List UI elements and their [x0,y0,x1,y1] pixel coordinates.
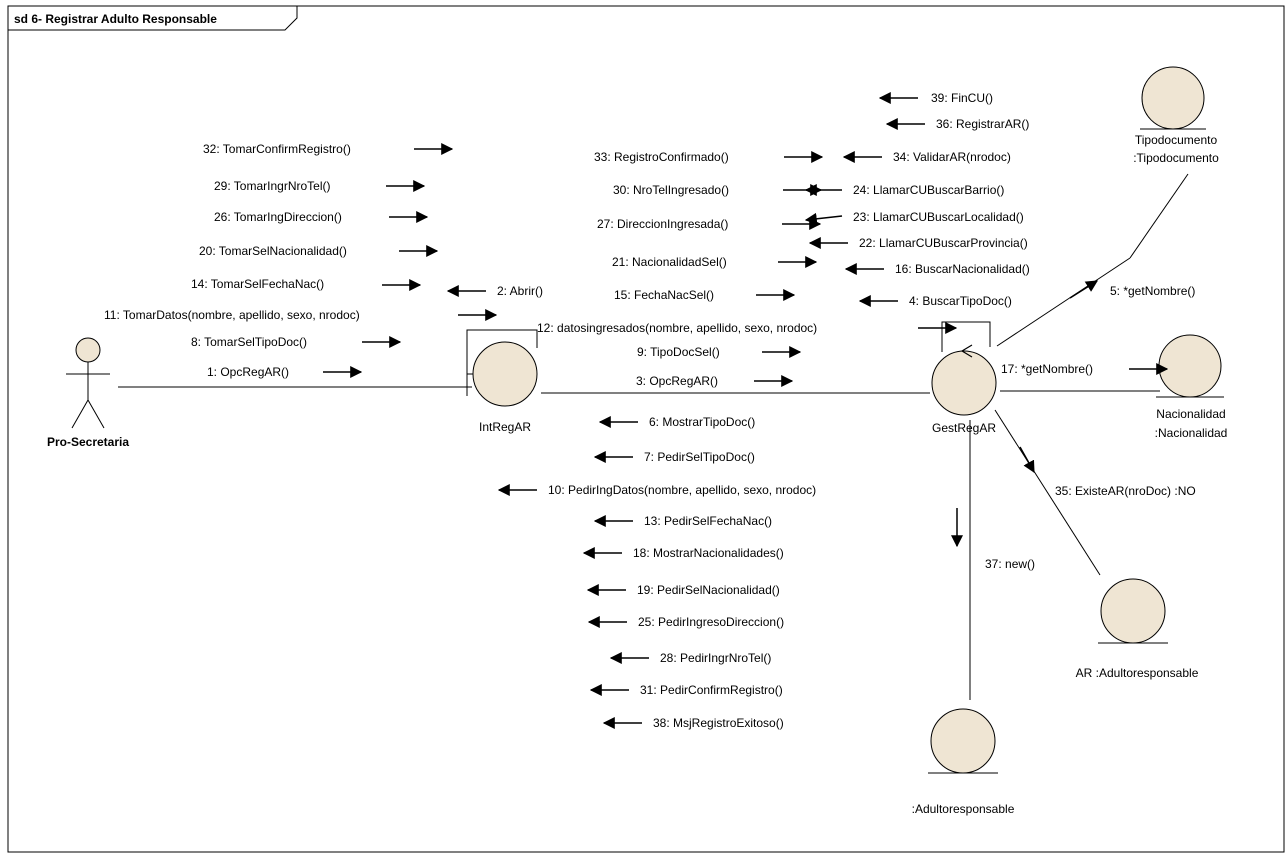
object-nacionalidad[interactable]: Nacionalidad :Nacionalidad [1155,334,1228,440]
message-group-2: 2: Abrir() [446,284,543,298]
link-gestregar-ar [994,409,1101,576]
message-20: 20: TomarSelNacionalidad() [199,244,347,258]
frame-border [7,5,1285,853]
message-14: 14: TomarSelFechaNac() [191,277,324,291]
message-28: 28: PedirIngrNroTel() [660,651,771,665]
message-6: 6: MostrarTipoDoc() [649,415,755,429]
entity-circle [1158,334,1222,398]
control-circle [931,350,997,416]
message-15: 15: FechaNacSel() [614,288,714,302]
message-23: 23: LlamarCUBuscarLocalidad() [853,210,1024,224]
messages-gestregar-to-intregar: 6: MostrarTipoDoc() 7: PedirSelTipoDoc()… [497,415,816,730]
object-label: :Adultoresponsable [912,802,1015,816]
entity-circle [1100,578,1166,644]
message-19: 19: PedirSelNacionalidad() [637,583,780,597]
links [118,173,1189,700]
message-8: 8: TomarSelTipoDoc() [191,335,307,349]
message-33: 33: RegistroConfirmado() [594,150,729,164]
messages-actor-to-intregar: 32: TomarConfirmRegistro() 29: TomarIngr… [104,142,498,379]
message-24: 24: LlamarCUBuscarBarrio() [853,183,1004,197]
object-label: GestRegAR [932,421,996,435]
message-5: 5: *getNombre() [1110,284,1195,298]
message-30: 30: NroTelIngresado() [613,183,729,197]
object-adultoresponsable[interactable]: :Adultoresponsable [912,708,1015,816]
message-38: 38: MsjRegistroExitoso() [653,716,784,730]
boundary-circle [472,341,538,407]
arrow-23 [804,212,843,225]
message-3: 3: OpcRegAR() [636,374,718,388]
object-intregar[interactable]: IntRegAR [466,341,538,434]
messages-intregar-to-gestregar: 33: RegistroConfirmado() 30: NroTelIngre… [537,150,958,388]
object-label: AR :Adultoresponsable [1076,666,1199,680]
entity-circle [930,708,996,774]
link-gestregar-tipodocumento-a [996,257,1131,347]
self-loop-intregar [466,329,538,372]
message-16: 16: BuscarNacionalidad() [895,262,1030,276]
actor-leg-left [71,399,89,429]
object-ar-adultoresponsable[interactable]: AR :Adultoresponsable [1076,578,1199,680]
message-17: 17: *getNombre() [1001,362,1093,376]
message-39: 39: FinCU() [931,91,993,105]
message-31: 31: PedirConfirmRegistro() [640,683,783,697]
actor-label: Pro-Secretaria [47,435,129,449]
arrow-35 [1019,446,1035,474]
entity-circle [1141,66,1205,130]
message-29: 29: TomarIngrNroTel() [214,179,330,193]
message-32: 32: TomarConfirmRegistro() [203,142,351,156]
message-27: 27: DireccionIngresada() [597,217,728,231]
control-arrow [960,344,973,358]
message-22: 22: LlamarCUBuscarProvincia() [859,236,1028,250]
message-group-37: 37: new() [951,508,1035,571]
link-gestregar-tipodocumento-b [1129,173,1189,259]
message-group-17: 17: *getNombre() [1001,362,1169,376]
object-label-line2: :Nacionalidad [1155,426,1228,440]
message-25: 25: PedirIngresoDireccion() [638,615,784,629]
object-label-line1: Tipodocumento [1135,133,1218,147]
message-12: 12: datosingresados(nombre, apellido, se… [537,321,817,335]
frame-tab [8,6,298,31]
message-26: 26: TomarIngDireccion() [214,210,342,224]
messages-gestregar-self: 39: FinCU() 36: RegistrarAR() 34: Valida… [804,91,1030,308]
message-group-35: 35: ExisteAR(nroDoc) :NO [1019,446,1196,498]
actor-leg-right [87,399,105,429]
actor-pro-secretaria[interactable]: Pro-Secretaria [47,337,129,449]
object-label-line2: :Tipodocumento [1133,151,1219,165]
message-21: 21: NacionalidadSel() [612,255,727,269]
message-36: 36: RegistrarAR() [936,117,1029,131]
actor-head [75,337,101,363]
frame-title: sd 6- Registrar Adulto Responsable [14,12,217,26]
message-2: 2: Abrir() [497,284,543,298]
message-37: 37: new() [985,557,1035,571]
message-9: 9: TipoDocSel() [637,345,720,359]
message-35: 35: ExisteAR(nroDoc) :NO [1055,484,1196,498]
message-13: 13: PedirSelFechaNac() [644,514,772,528]
object-gestregar[interactable]: GestRegAR [931,344,997,435]
message-group-5: 5: *getNombre() [1069,280,1195,299]
arrow-5 [1069,280,1099,299]
self-loop-gestregar [941,321,991,352]
message-4: 4: BuscarTipoDoc() [909,294,1012,308]
message-7: 7: PedirSelTipoDoc() [644,450,755,464]
message-11: 11: TomarDatos(nombre, apellido, sexo, n… [104,308,360,322]
object-tipodocumento[interactable]: Tipodocumento :Tipodocumento [1133,66,1219,165]
message-18: 18: MostrarNacionalidades() [633,546,784,560]
diagram-frame: sd 6- Registrar Adulto Responsable [7,5,1285,853]
message-34: 34: ValidarAR(nrodoc) [893,150,1011,164]
object-label: IntRegAR [479,420,531,434]
object-label-line1: Nacionalidad [1156,407,1225,421]
message-1: 1: OpcRegAR() [207,365,289,379]
message-10: 10: PedirIngDatos(nombre, apellido, sexo… [548,483,816,497]
